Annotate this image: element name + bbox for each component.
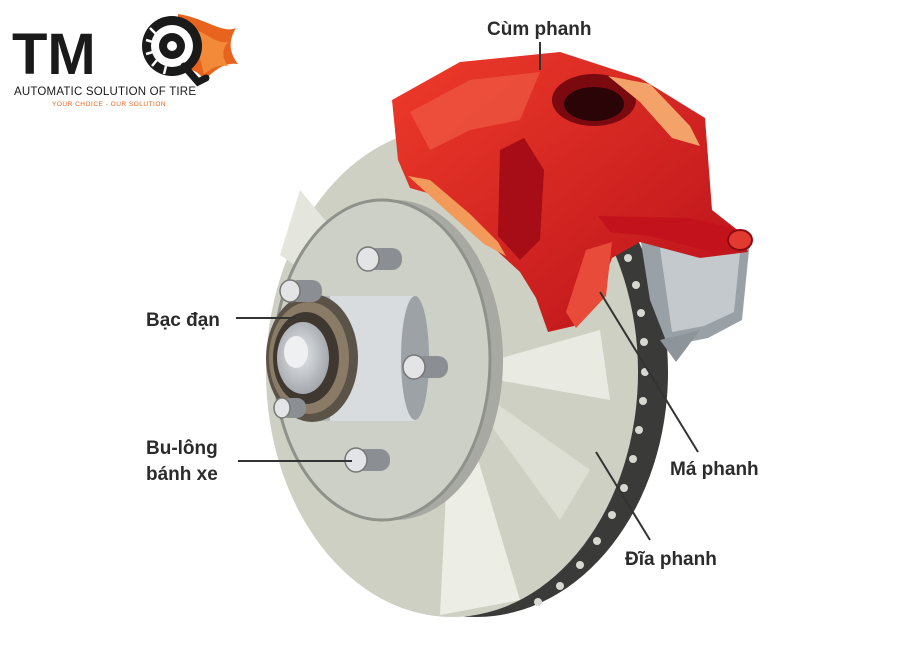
label-disc: Đĩa phanh [595, 451, 717, 570]
wheel-bearing [266, 294, 358, 422]
lug-bolt [402, 354, 448, 380]
brake-pad [640, 236, 750, 362]
brake-pad-label: Má phanh [670, 459, 759, 480]
label-caliper: Cùm phanh [487, 19, 592, 70]
label-brake-pad: Má phanh [599, 291, 759, 480]
lug-bolt [356, 246, 402, 272]
caliper-label: Cùm phanh [487, 19, 592, 40]
logo-mark: TM [12, 22, 96, 87]
logo-tagline: AUTOMATIC SOLUTION OF TIRE [14, 86, 196, 98]
label-lug-bolt: Bu-lông bánh xe [146, 438, 352, 485]
lug-bolt [279, 279, 322, 303]
tire-flame-icon [142, 14, 238, 87]
lug-bolt-label-line1: Bu-lông [146, 438, 218, 459]
disc-leader-line [595, 451, 651, 541]
label-bearing: Bạc đạn [146, 310, 296, 331]
bearing-label: Bạc đạn [146, 310, 220, 331]
disc-label: Đĩa phanh [625, 549, 717, 570]
brake-caliper [392, 52, 753, 332]
brake-pad-leader-line [599, 291, 699, 453]
lug-bolt [273, 397, 306, 419]
caliper-bracket-highlight [608, 76, 700, 146]
brand-logo: TM AUTOMATIC SOLUTION OF TIRE YOUR CHOIC… [12, 14, 238, 108]
lug-bolt-label-line2: bánh xe [146, 464, 218, 485]
logo-slogan: YOUR CHOICE - OUR SOLUTION [52, 101, 166, 108]
